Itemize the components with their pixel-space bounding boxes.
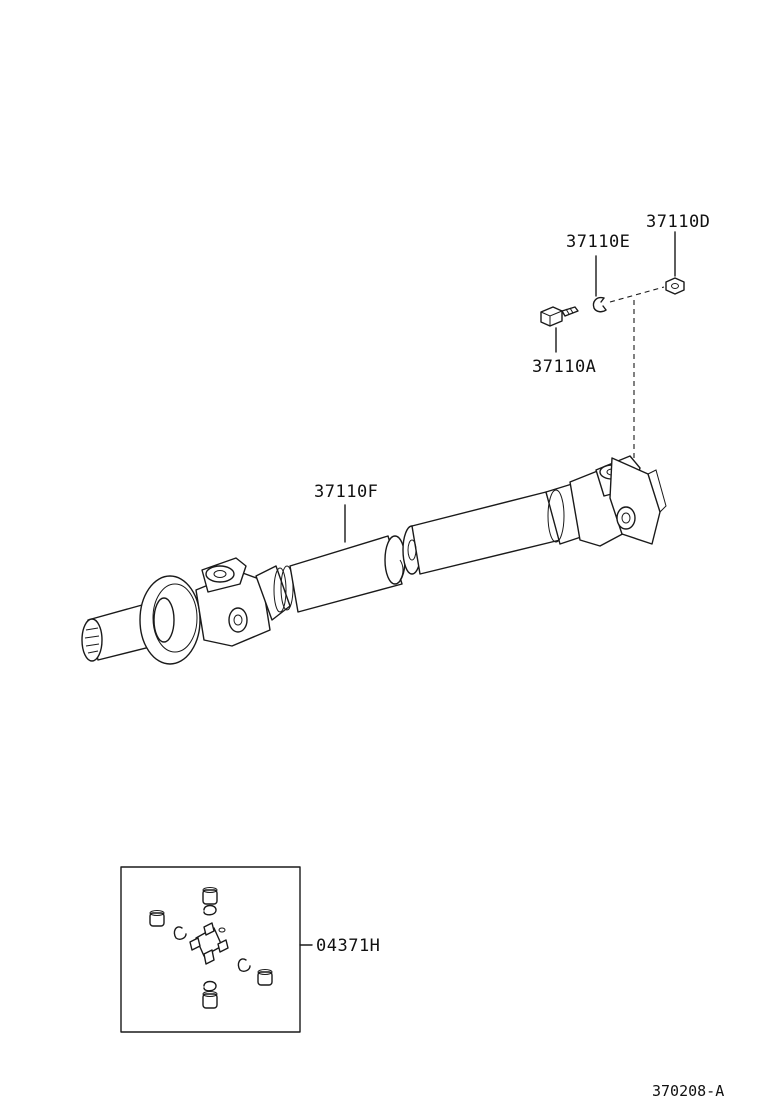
assembly-dashed-line (609, 286, 665, 303)
part-label-washer: 37110E (566, 232, 631, 252)
universal-joint-kit-drawing (149, 887, 273, 1009)
universal-joint-kit-box (120, 866, 301, 1033)
part-label-nut: 37110D (646, 212, 711, 232)
part-label-propeller-shaft: 37110F (314, 482, 379, 502)
part-label-flange-bolt: 37110A (532, 357, 597, 377)
washer-drawing (592, 296, 607, 313)
flange-bolt-drawing (540, 306, 579, 327)
part-label-universal-joint-kit: 04371H (316, 936, 381, 956)
propeller-shaft-drawing (81, 455, 667, 665)
diagram-reference-code: 370208-A (652, 1082, 725, 1100)
nut-drawing (665, 277, 685, 295)
